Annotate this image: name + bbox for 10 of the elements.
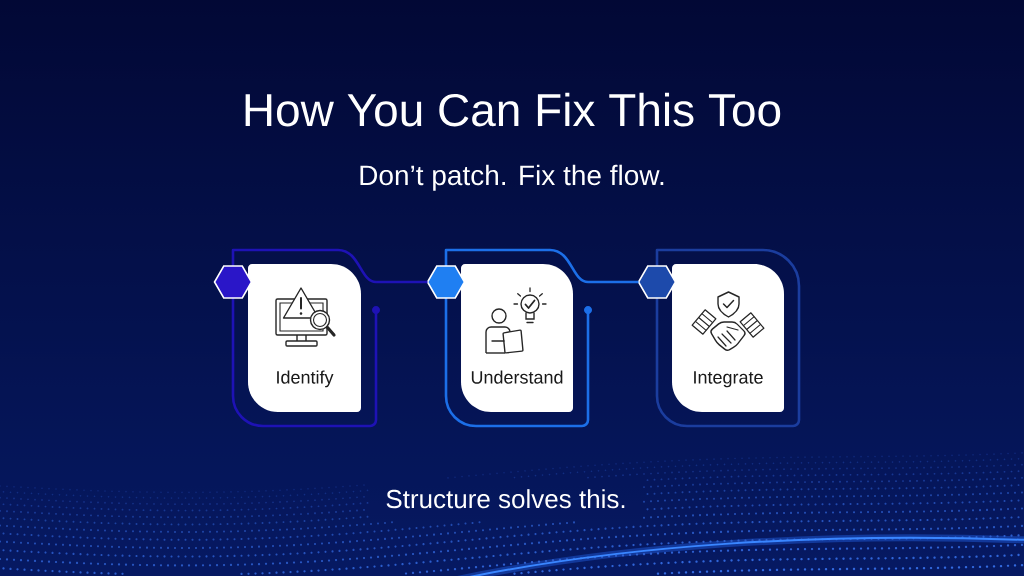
subtitle: Don’t patch. Fix the flow.	[360, 164, 664, 191]
connector-line	[376, 280, 428, 284]
card: Identify	[231, 248, 378, 428]
hexagon	[637, 265, 677, 299]
connector-line	[588, 280, 639, 284]
hexagon	[426, 265, 466, 299]
card: Understand	[444, 248, 590, 428]
title: How You Can Fix This Too	[245, 92, 781, 127]
tagline: Structure solves this.	[386, 489, 625, 509]
hexagon	[213, 265, 253, 299]
